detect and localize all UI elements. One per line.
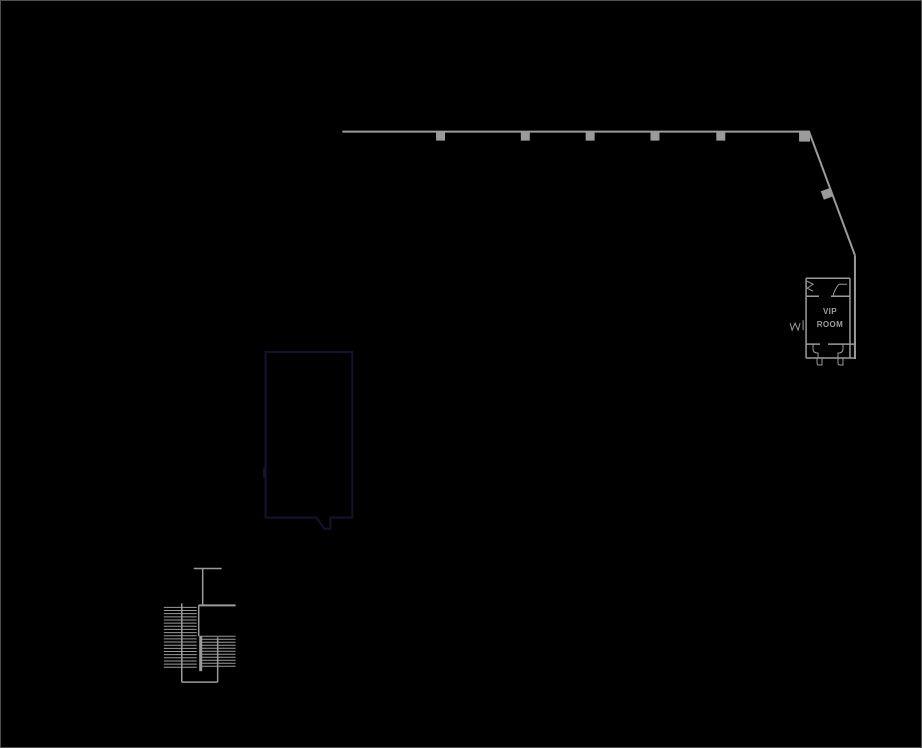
vip-door-zigzag	[806, 280, 815, 292]
column-marker	[585, 131, 595, 141]
outer-walls	[342, 130, 856, 360]
vip-lower-door-left	[812, 344, 819, 359]
column-markers	[436, 130, 833, 200]
column-marker	[520, 131, 530, 141]
corner-column-marker	[799, 130, 811, 142]
column-marker	[716, 131, 726, 141]
vip-mid-door	[832, 283, 847, 297]
diagonal-wall	[808, 131, 856, 256]
vip-tab-left	[816, 358, 823, 366]
diagonal-column-marker	[820, 188, 833, 200]
dark-room-outline	[263, 351, 354, 530]
vip-left-fixture	[789, 320, 804, 332]
vip-lower-door-right	[837, 344, 844, 359]
dark-room-perimeter	[264, 351, 354, 530]
vip-room	[789, 277, 856, 366]
column-marker	[650, 131, 660, 141]
column-marker	[436, 131, 446, 141]
staircase	[163, 567, 236, 683]
vip-tab-right	[837, 358, 844, 366]
